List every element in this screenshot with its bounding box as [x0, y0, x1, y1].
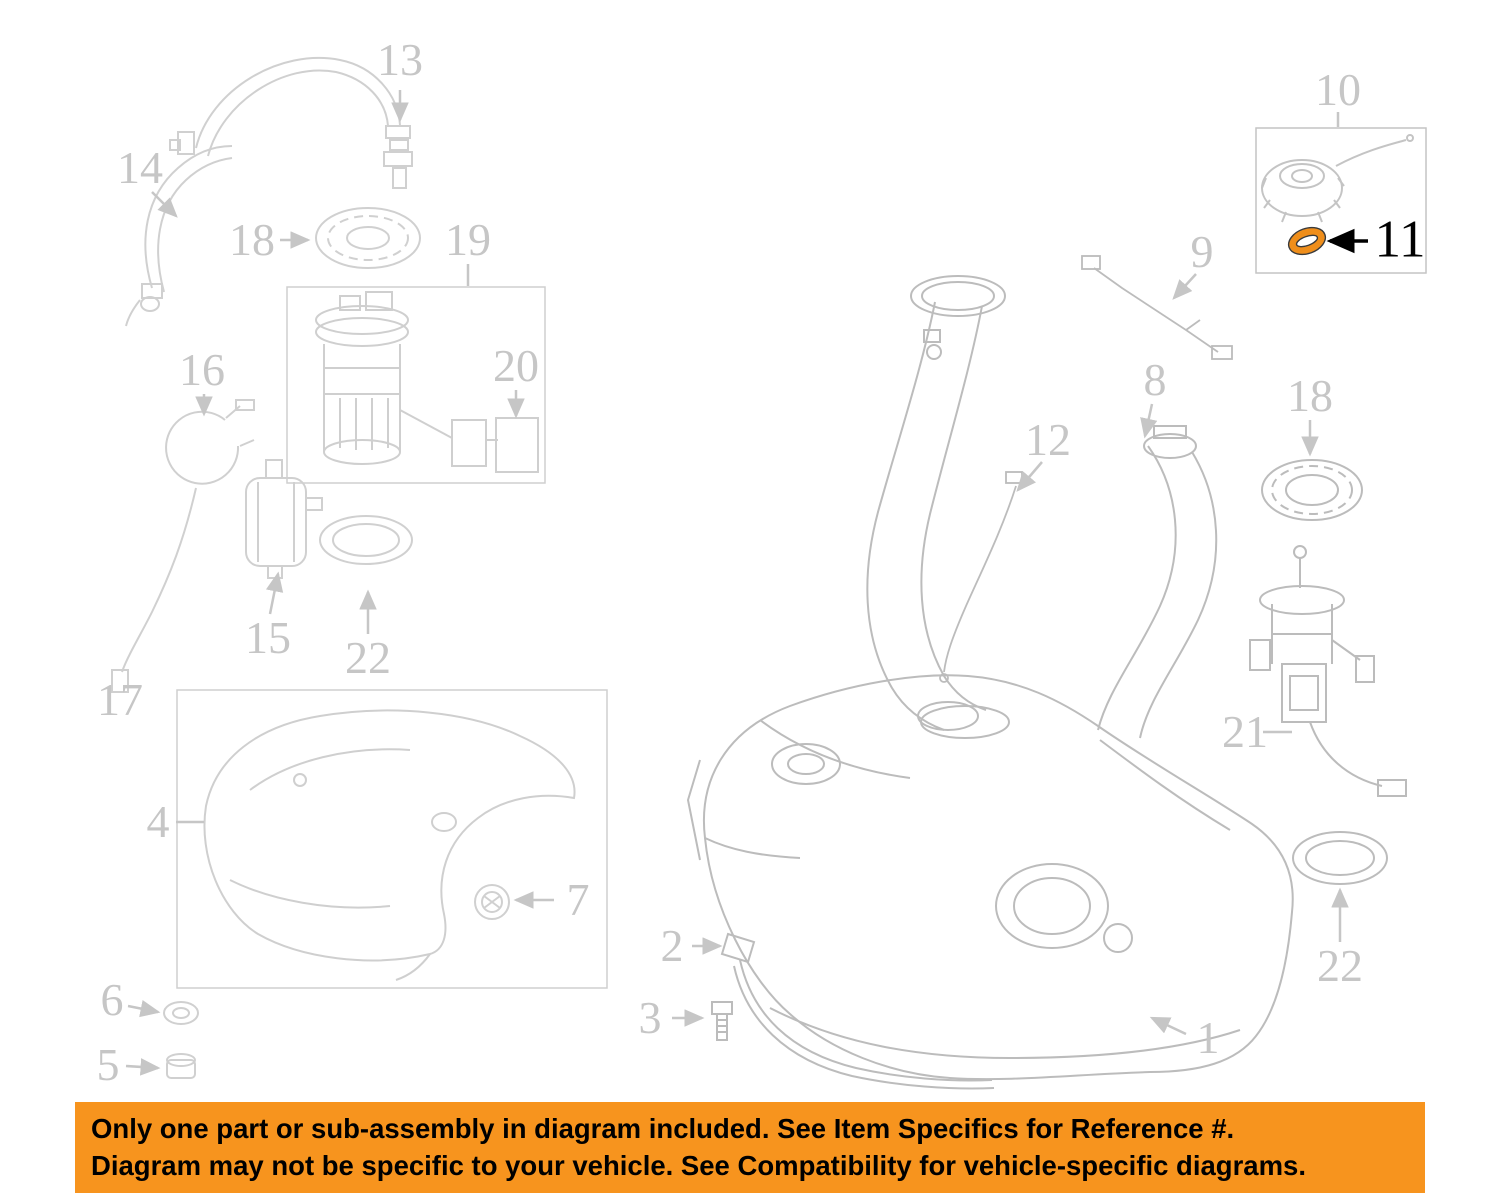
callout-10: 10 [1315, 64, 1361, 115]
callout-11-highlighted: 11 [1374, 210, 1426, 269]
strap-2-bolt-3-drawing [711, 932, 995, 1090]
callout-22-right: 22 [1317, 940, 1363, 991]
callout-1: 1 [1196, 1012, 1220, 1063]
vent-line-12-drawing [939, 471, 1023, 683]
disclaimer-line-2: Diagram may not be specific to your vehi… [91, 1150, 1306, 1181]
filler-pipe-8-drawing [1097, 425, 1218, 739]
callout-3: 3 [638, 992, 662, 1043]
callout-8: 8 [1143, 354, 1167, 405]
callout-6: 6 [100, 974, 124, 1025]
callout-leader-arrows [125, 90, 1349, 1076]
fuel-tank-1-drawing [686, 674, 1294, 1081]
seal-ring-22-left-drawing [319, 515, 413, 565]
callout-12: 12 [1025, 414, 1071, 465]
callout-18-left: 18 [229, 214, 275, 265]
callout-14: 14 [117, 142, 163, 193]
callout-4: 4 [146, 796, 170, 847]
grommet-7-drawing [474, 884, 510, 920]
harness-9-drawing [1081, 255, 1233, 360]
heat-shield-4-drawing [176, 689, 608, 989]
fuel-cap-10-drawing [1255, 127, 1427, 274]
callout-7: 7 [566, 874, 590, 925]
callout-21: 21 [1222, 706, 1268, 757]
seal-ring-22-right-drawing [1292, 831, 1388, 885]
washer-6-nut-5-drawing [163, 1001, 199, 1079]
pump-module-19-20-drawing [286, 286, 546, 484]
lock-ring-18-right-drawing [1261, 459, 1363, 521]
highlighted-oring-part-11 [1287, 226, 1327, 256]
callout-5: 5 [96, 1039, 120, 1090]
callout-17: 17 [97, 674, 143, 725]
fuel-sender-21-drawing [1249, 545, 1407, 797]
callout-13: 13 [377, 34, 423, 85]
fuel-filter-15-drawing [245, 459, 323, 579]
filler-neck-drawing [866, 275, 1010, 739]
callout-2: 2 [660, 920, 684, 971]
clamp-16-wire-17-drawing [111, 399, 255, 693]
disclaimer-line-1: Only one part or sub-assembly in diagram… [91, 1113, 1235, 1144]
callout-16: 16 [179, 344, 225, 395]
callout-20: 20 [493, 340, 539, 391]
fuel-hoses-13-14-drawing [125, 56, 413, 327]
lock-ring-18-left-drawing [315, 207, 421, 269]
callout-19: 19 [445, 214, 491, 265]
disclaimer-banner: Only one part or sub-assembly in diagram… [75, 1102, 1425, 1193]
callout-9: 9 [1190, 226, 1214, 277]
callout-15: 15 [245, 612, 291, 663]
callout-22-left: 22 [345, 632, 391, 683]
callout-18-right: 18 [1287, 370, 1333, 421]
